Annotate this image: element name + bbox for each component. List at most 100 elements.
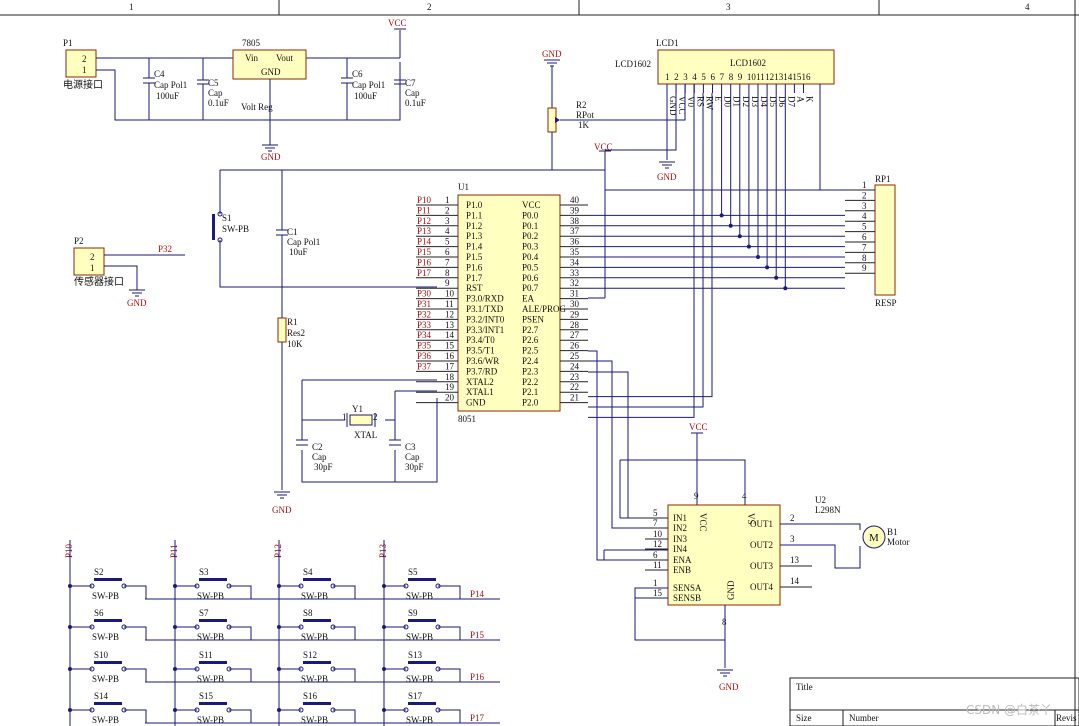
- mcu-net-label: P17: [417, 268, 432, 278]
- reg-gnd: GND: [261, 67, 281, 77]
- keypad-switch-ref: S17: [408, 691, 423, 701]
- mcu-pin-name: P2.7: [522, 325, 539, 335]
- lcd-pin-num: 2: [674, 72, 679, 82]
- c1-val: 10uF: [289, 247, 308, 257]
- keypad-switch-type: SW-PB: [301, 715, 328, 725]
- l298-pin-name: GND: [726, 580, 736, 600]
- lcd-pin-num: 5: [701, 72, 706, 82]
- gnd-label-pot: GND: [542, 49, 562, 59]
- mcu-net-label: P35: [417, 341, 432, 351]
- mcu-pin-num: 20: [445, 393, 455, 403]
- c6-val: 100uF: [354, 91, 377, 101]
- mcu-pin-name: P1.0: [466, 200, 483, 210]
- data-bus: [588, 84, 845, 561]
- keypad-switch-type: SW-PB: [197, 674, 224, 684]
- mcu-pin-name: P3.5/T1: [466, 346, 495, 356]
- pot-r2: GND R2 RPot 1K: [542, 49, 686, 170]
- keypad-col-net: P11: [169, 544, 179, 558]
- c7-val: 0.1uF: [405, 98, 426, 108]
- mcu-pin-num: 1: [445, 195, 450, 205]
- rp1-pin-num: 3: [862, 201, 867, 211]
- c1-ref: C1: [287, 227, 298, 237]
- mcu-pin-name: P3.3/INT1: [466, 325, 504, 335]
- rp1-pin-num: 6: [862, 232, 867, 242]
- mcu-pin-num: 19: [445, 382, 455, 392]
- mcu-pin-name: P0.1: [522, 221, 538, 231]
- mcu-pin-name: P1.7: [466, 273, 483, 283]
- reg-name: Volt Reg: [241, 102, 273, 112]
- keypad-switch-ref: S16: [303, 691, 318, 701]
- l298-pin-name: IN1: [673, 513, 687, 523]
- lcd-pin-num: 13: [774, 72, 784, 82]
- mcu-pin-name: P2.2: [522, 377, 538, 387]
- border-col-2: 2: [427, 2, 432, 12]
- border-col-3: 3: [726, 2, 731, 12]
- lcd-pin-num: 9: [738, 72, 743, 82]
- l298-pin-name: OUT2: [750, 540, 773, 550]
- keypad-row-net: P15: [470, 630, 485, 640]
- mcu-pin-name: P0.0: [522, 210, 539, 220]
- c3-type: Cap: [405, 452, 420, 462]
- c6-type: Cap Pol1: [352, 80, 385, 90]
- mcu-pin-num: 6: [445, 247, 450, 257]
- lcd-pin-num: 15: [792, 72, 802, 82]
- mcu-pin-num: 21: [570, 393, 579, 403]
- keypad-switch-type: SW-PB: [92, 632, 119, 642]
- r2-ref: R2: [576, 100, 587, 110]
- keypad-switch-ref: S2: [94, 567, 104, 577]
- keypad-switch-ref: S8: [303, 608, 313, 618]
- lcd-pin-signal: D5: [768, 96, 778, 107]
- rp1-pin-num: 5: [862, 222, 867, 232]
- border-col-1: 1: [129, 2, 134, 12]
- p2-label: 传感器接口: [74, 275, 124, 288]
- mcu-pin-num: 18: [445, 372, 455, 382]
- mcu-pin-name: P1.6: [466, 262, 483, 272]
- l298-pin-num: 7: [653, 518, 658, 528]
- mcu-pin-num: 28: [570, 320, 580, 330]
- mcu-net-label: P11: [417, 205, 431, 215]
- power-supply: P1 2 1 电源接口 VCC 7805 Vin Vout GND Volt R…: [63, 18, 426, 162]
- l298n-body: [667, 504, 781, 606]
- mcu-body: [457, 194, 561, 412]
- lcd-pin-num: 12: [765, 72, 774, 82]
- mcu-net-label: P16: [417, 257, 432, 267]
- mcu-pin-name: P3.7/RD: [466, 366, 498, 376]
- mcu-pin-name: VCC: [522, 200, 541, 210]
- keypad-switch-ref: S13: [408, 650, 423, 660]
- vcc-label-lcd: VCC: [594, 142, 613, 152]
- c3-val: 30pF: [405, 462, 424, 472]
- mcu-pin-name: P2.0: [522, 398, 539, 408]
- r2-val: 1K: [578, 120, 590, 130]
- lcd-pin-num: 16: [802, 72, 812, 82]
- l298-pin-num: 2: [790, 513, 795, 523]
- y1-ref: Y1: [352, 404, 363, 414]
- keypad-switch-ref: S3: [199, 567, 209, 577]
- gnd-label-reg: GND: [261, 152, 281, 162]
- mcu-net-label: P13: [417, 226, 432, 236]
- mcu-pin-name: P3.2/INT0: [466, 314, 505, 324]
- lcd-pin-num: 4: [692, 72, 697, 82]
- mcu-pin-name: P0.3: [522, 242, 539, 252]
- lcd-name: LCD1602: [730, 58, 766, 68]
- mcu-right-pins: 40VCC39P0.038P0.137P0.236P0.335P0.434P0.…: [522, 195, 588, 408]
- title-block: Title Size Number Revis: [789, 677, 1079, 726]
- lcd-pin-signal: D3: [750, 96, 760, 107]
- l298-pin-num: 10: [653, 529, 663, 539]
- lcd-pin-signal: D0: [723, 96, 733, 107]
- mcu-net-label: P15: [417, 247, 432, 257]
- mcu-pin-num: 13: [445, 320, 455, 330]
- lcd-pin-signal: D2: [741, 96, 751, 107]
- p2-ref: P2: [74, 236, 84, 246]
- mcu-pin-num: 8: [445, 268, 450, 278]
- revision-label: Revis: [1056, 713, 1077, 723]
- mcu-pin-num: 15: [445, 341, 455, 351]
- number-label: Number: [849, 713, 879, 723]
- c4-type: Cap Pol1: [154, 80, 187, 90]
- p2-pin1: 1: [90, 263, 95, 273]
- p1-pin2: 2: [82, 54, 87, 64]
- l298-pin-num: 14: [790, 576, 800, 586]
- l298-pin-name: ENA: [673, 555, 692, 565]
- l298-pin-name: VCC: [698, 513, 708, 532]
